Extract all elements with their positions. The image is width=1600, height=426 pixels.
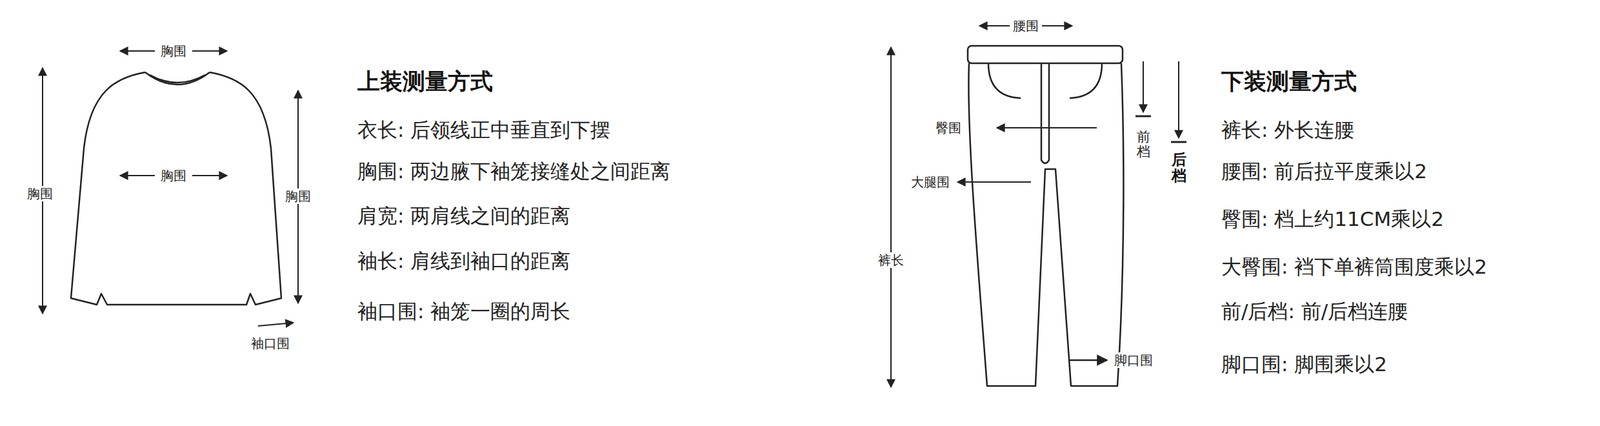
dimension-label: 脚口围 (1112, 352, 1155, 368)
dimension-label: 腰围 (1010, 18, 1041, 34)
dimension-label: 裤长 (876, 252, 906, 268)
instruction-line: 胸围: 两边腋下袖笼接缝处之间距离 (355, 159, 673, 184)
hem-arrow (1069, 359, 1108, 362)
chest-mid-arrow-l (120, 174, 155, 177)
instruction-line: 衣长: 后领线正中垂直到下摆 (355, 118, 613, 142)
instruction-line: 裤长: 外长连腰 (1219, 118, 1357, 142)
instruction-line: 大臀围: 裆下单裤筒围度乘以2 (1219, 254, 1490, 279)
pants-length-arrow (890, 47, 892, 388)
shirt-collar (145, 72, 210, 85)
waist-arrow-l (979, 25, 1010, 27)
dimension-label: 胸围 (283, 188, 313, 204)
instruction-line: 袖长: 肩线到袖口的距离 (355, 249, 573, 273)
instruction-line: 肩宽: 两肩线之间的距离 (355, 203, 573, 228)
instruction-line: 脚口围: 脚围乘以2 (1219, 352, 1390, 377)
back-rise-arrow (1178, 61, 1180, 139)
dimension-label: 胸围 (158, 167, 189, 184)
instruction-line: 腰围: 前后拉平度乘以2 (1219, 159, 1430, 184)
dimension-label: 前档 (1136, 128, 1151, 161)
dimension-label: 袖口围 (249, 335, 292, 351)
pants-waistband (967, 45, 1123, 64)
front-rise-bar (1135, 115, 1151, 118)
pants-outline (968, 63, 1124, 386)
chest-top-arrow-l (120, 50, 155, 52)
front-rise-arrow (1142, 61, 1144, 113)
cuff-arrow (258, 322, 294, 326)
shirt-collar-inner (149, 74, 206, 83)
hip-arrow (996, 127, 1097, 129)
section-heading: 上装测量方式 (355, 67, 495, 95)
pants-pocket-right (1069, 63, 1102, 99)
waist-arrow-r (1041, 25, 1073, 27)
dimension-label: 大腿围 (909, 174, 952, 190)
dimension-label: 胸围 (158, 43, 189, 59)
dimension-label: 胸围 (25, 185, 55, 202)
chest-mid-arrow-r (192, 174, 228, 177)
instruction-line: 前/后档: 前/后档连腰 (1219, 299, 1410, 324)
instruction-line: 臀围: 档上约11CM乘以2 (1219, 207, 1446, 231)
pants-pocket-left (988, 63, 1021, 99)
shirt-outline (70, 72, 282, 305)
dimension-label: 后档 (1171, 150, 1187, 186)
section-heading: 下装测量方式 (1219, 67, 1359, 95)
chest-top-arrow-r (192, 50, 228, 52)
instruction-line: 袖口围: 袖笼一圈的周长 (355, 299, 573, 324)
dimension-label: 臀围 (933, 120, 964, 136)
thigh-arrow (957, 181, 1031, 183)
back-rise-bar (1170, 141, 1187, 144)
pants-fly (1041, 63, 1050, 164)
